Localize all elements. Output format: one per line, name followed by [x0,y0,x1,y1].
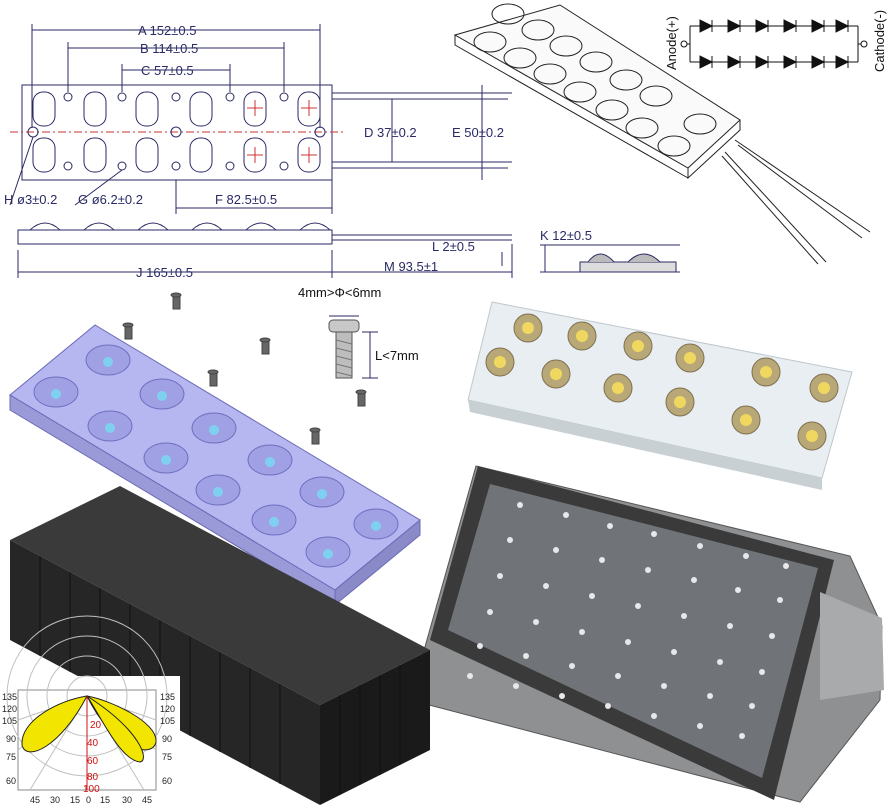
polar-tick: 0 [86,795,91,805]
polar-tick: 135 [2,692,17,702]
lens [135,137,159,173]
dim-j-label: J 165±0.5 [136,265,193,280]
lens [135,91,159,127]
technical-drawing [9,24,512,214]
lens [243,137,267,173]
lens [32,91,56,127]
polar-tick: 80 [87,772,99,783]
dim-k-label: K 12±0.5 [540,228,592,243]
dim-b-label: B 114±0.5 [140,41,198,56]
dim-l-label: L 2±0.5 [432,239,475,254]
lens [243,91,267,127]
module-3d-sketch [453,3,871,265]
side-view [17,222,513,278]
dim-d-label: D 37±0.2 [364,125,417,140]
anode-label: Anode(+) [664,16,679,70]
module-profile [540,244,680,273]
lens [83,137,107,173]
cathode-label: Cathode(-) [872,10,887,72]
polar-tick: 105 [160,716,175,726]
polar-tick: 20 [90,720,102,731]
led-circuit [680,19,868,69]
polar-tick: 45 [142,795,152,805]
polar-tick: 30 [50,795,60,805]
polar-tick: 30 [122,795,132,805]
led-module-photo [467,301,853,490]
polar-tick: 15 [100,795,110,805]
dim-e-label: E 50±0.2 [452,125,504,140]
lens [32,137,56,173]
polar-tick: 60 [6,776,16,786]
polar-right-ticks: 135 120 105 90 75 60 [160,692,175,786]
polar-tick: 135 [160,692,175,702]
lens [189,91,213,127]
polar-tick: 60 [87,756,99,767]
polar-tick: 90 [6,734,16,744]
street-light-photo [409,465,884,803]
polar-tick: 45 [30,795,40,805]
polar-bottom-ticks: 45 30 15 0 15 30 45 [30,795,152,805]
screws [122,292,367,445]
dim-f-label: F 82.5±0.5 [215,192,277,207]
dim-h-label: H ø3±0.2 [4,192,57,207]
dim-a-label: A 152±0.5 [138,23,196,38]
polar-tick: 120 [160,704,175,714]
polar-chart [0,615,180,807]
polar-left-ticks: 135 120 105 90 75 60 [2,692,17,786]
lens [83,91,107,127]
screw-length-label: L<7mm [375,348,419,363]
polar-tick: 75 [6,752,16,762]
street-light-leds [467,502,789,739]
dim-c-label: C 57±0.5 [141,63,194,78]
polar-center-ticks: 20 40 60 80 100 [83,720,102,795]
lens [297,137,321,173]
polar-tick: 40 [87,738,99,749]
polar-tick: 60 [162,776,172,786]
polar-tick: 105 [2,716,17,726]
polar-tick: 15 [70,795,80,805]
screw-diameter-label: 4mm>Φ<6mm [298,285,381,300]
screw-detail [328,315,378,379]
lens-module-3d [9,324,421,607]
polar-tick: 100 [83,784,100,795]
polar-tick: 120 [2,704,17,714]
dim-m-label: M 93.5±1 [384,259,438,274]
polar-tick: 90 [162,734,172,744]
lens [189,137,213,173]
polar-tick: 75 [162,752,172,762]
dim-g-label: G ø6.2±0.2 [78,192,143,207]
